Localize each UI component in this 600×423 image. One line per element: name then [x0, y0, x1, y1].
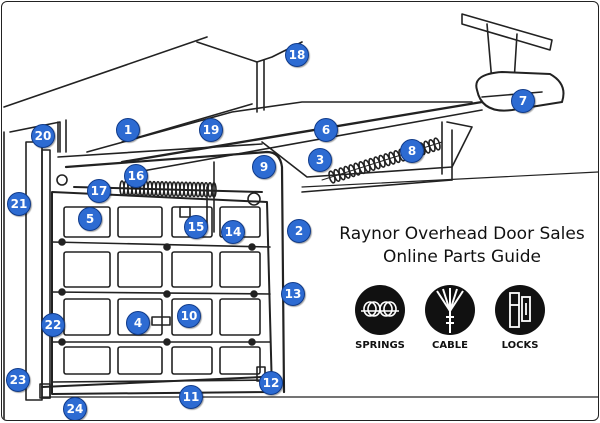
callout-8[interactable]: 8 [400, 139, 424, 163]
callout-16[interactable]: 16 [124, 164, 148, 188]
category-cable-label: CABLE [432, 340, 468, 351]
category-locks[interactable]: LOCKS [480, 285, 560, 351]
callout-3[interactable]: 3 [308, 148, 332, 172]
callout-22[interactable]: 22 [41, 313, 65, 337]
heading-line-1: Raynor Overhead Door Sales [339, 224, 585, 244]
callout-23[interactable]: 23 [6, 368, 30, 392]
callout-2[interactable]: 2 [287, 219, 311, 243]
callout-14[interactable]: 14 [221, 220, 245, 244]
callout-1[interactable]: 1 [116, 118, 140, 142]
callout-20[interactable]: 20 [31, 124, 55, 148]
callout-19[interactable]: 19 [199, 118, 223, 142]
callout-24[interactable]: 24 [63, 397, 87, 420]
heading-line-2: Online Parts Guide [383, 247, 541, 267]
callout-4[interactable]: 4 [126, 311, 150, 335]
springs-icon [355, 285, 405, 335]
cable-icon [425, 285, 475, 335]
category-locks-label: LOCKS [501, 340, 539, 351]
callout-17[interactable]: 17 [87, 179, 111, 203]
callout-13[interactable]: 13 [281, 282, 305, 306]
callout-18[interactable]: 18 [285, 43, 309, 67]
callout-9[interactable]: 9 [252, 155, 276, 179]
callout-21[interactable]: 21 [7, 192, 31, 216]
callout-5[interactable]: 5 [78, 207, 102, 231]
callout-7[interactable]: 7 [511, 89, 535, 113]
category-springs-label: SPRINGS [355, 340, 405, 351]
callout-15[interactable]: 15 [184, 215, 208, 239]
locks-icon [495, 285, 545, 335]
callout-11[interactable]: 11 [179, 385, 203, 409]
extension-spring [328, 137, 441, 184]
callout-10[interactable]: 10 [177, 304, 201, 328]
category-springs[interactable]: SPRINGS [340, 285, 420, 351]
callout-12[interactable]: 12 [259, 371, 283, 395]
category-cable[interactable]: CABLE [410, 285, 490, 351]
callout-6[interactable]: 6 [314, 118, 338, 142]
door-panel-grid [63, 206, 261, 375]
